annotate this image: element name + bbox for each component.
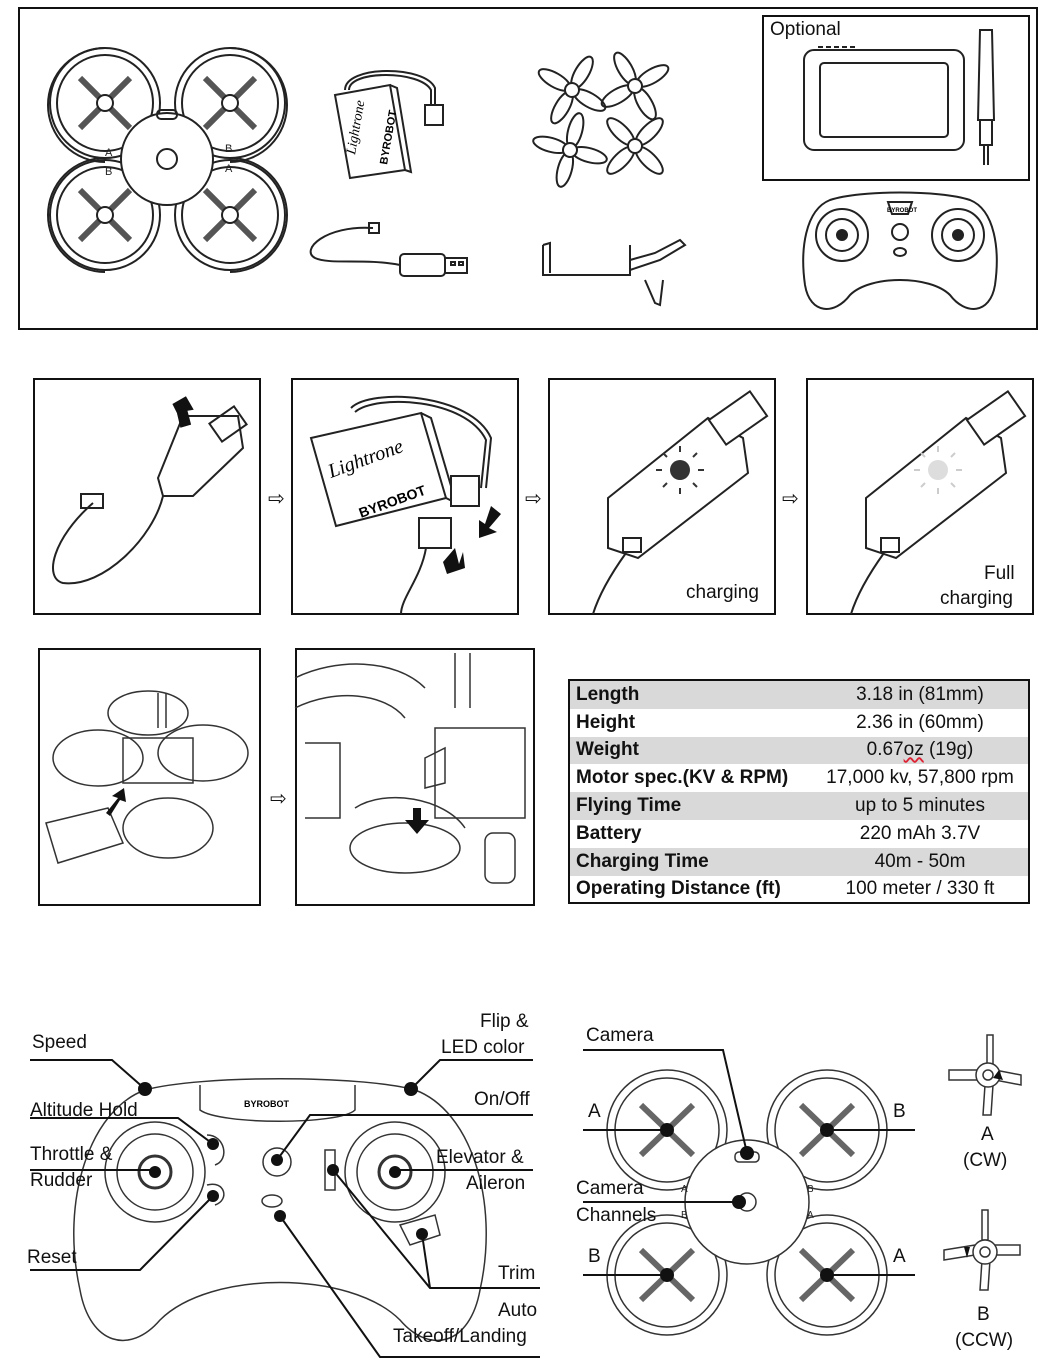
camera-channels-label-line1: Camera [576, 1178, 644, 1199]
spec-name: Operating Distance (ft) [576, 878, 781, 900]
motor-a-top-label: A [588, 1101, 601, 1122]
svg-text:A: A [225, 163, 233, 175]
spec-value: 100 meter / 330 ft [845, 878, 995, 900]
svg-text:B: B [807, 1184, 814, 1195]
usb-charging-cable-illustration [309, 222, 468, 277]
svg-text:A: A [807, 1210, 814, 1221]
usb-charger-charging-illustration [592, 389, 769, 615]
svg-text:A: A [681, 1184, 688, 1195]
spec-name: Flying Time [570, 792, 812, 820]
on-off-label: On/Off [474, 1089, 530, 1110]
table-row: Motor spec.(KV & RPM) 17,000 kv, 57,800 r… [570, 764, 1028, 792]
push-arrow-up-icon [443, 548, 465, 574]
propeller-a-cw-icon [948, 1034, 1022, 1116]
table-row: Height 2.36 in (60mm) [570, 709, 1028, 737]
camera-channels-label-line2: Channels [576, 1205, 657, 1226]
propellers-illustration [532, 51, 670, 188]
spec-name: Weight [570, 736, 812, 765]
drone-diagram: A B B A [583, 1049, 915, 1336]
spec-name: Length [570, 681, 812, 709]
speed-label: Speed [32, 1032, 87, 1053]
auto-label-line1: Auto [498, 1300, 538, 1321]
next-step-arrow-icon-3: ⇨ [782, 488, 799, 510]
cw-arrow-icon [993, 1070, 1003, 1080]
camera-label: Camera [586, 1025, 654, 1046]
insert-arrow-icon [172, 396, 194, 428]
spec-name: Charging Time [570, 847, 812, 876]
spec-value: 40m - 50m [812, 847, 1028, 876]
ccw-arrow-icon [964, 1247, 970, 1258]
usb-charger-full-illustration [850, 389, 1027, 615]
battery-install-illustration [45, 690, 249, 864]
auto-label-line2: Takeoff/Landing [393, 1326, 527, 1347]
next-step-arrow-icon-2: ⇨ [525, 488, 542, 510]
spec-name: Motor spec.(KV & RPM) [576, 767, 789, 789]
trim-label: Trim [498, 1263, 536, 1284]
drone-top-view-illustration: AB BA [47, 47, 288, 273]
svg-text:B: B [681, 1210, 688, 1221]
throttle-label-line1: Throttle & [30, 1144, 113, 1165]
optional-label: Optional [770, 19, 841, 40]
elevator-label-line1: Elevator & [436, 1147, 524, 1168]
svg-text:B: B [105, 166, 112, 178]
altitude-hold-label: Altitude Hold [30, 1100, 138, 1121]
display-monitor-illustration [803, 46, 965, 151]
controller-illustration: BYROBOT [802, 191, 998, 310]
install-arrow-icon [106, 788, 126, 816]
battery-connect-step-2-illustration: Lightrone BYROBOT [309, 395, 501, 615]
elevator-label-line2: Aileron [466, 1173, 526, 1194]
full-charging-line1: Full [984, 563, 1015, 584]
led-on-sun-icon [656, 446, 704, 494]
table-row: Battery 220 mAh 3.7V [570, 820, 1028, 848]
spec-value: 17,000 kv, 57,800 rpm [826, 767, 1014, 789]
usb-charger-step-1-illustration [52, 396, 248, 585]
motor-b-bottom-label: B [588, 1246, 601, 1267]
svg-text:A: A [105, 147, 113, 159]
svg-text:B: B [225, 143, 232, 155]
spec-name: Height [576, 711, 636, 733]
motor-b-top-label: B [893, 1101, 906, 1122]
battery-install-closeup-illustration [294, 653, 526, 884]
flip-label-line2: LED color [441, 1037, 525, 1058]
controller-brand-text: BYROBOT [244, 1099, 290, 1109]
prop-a-label-line2: (CW) [963, 1150, 1008, 1171]
battery-illustration: Lightrone BYROBOT [333, 70, 444, 180]
reset-label: Reset [27, 1247, 77, 1268]
prop-a-label-line1: A [981, 1124, 994, 1145]
next-step-arrow-icon: ⇨ [268, 488, 285, 510]
down-arrow-icon [405, 808, 429, 834]
charging-status-text: charging [686, 582, 759, 603]
prop-b-label-line1: B [977, 1304, 990, 1325]
spec-name: Battery [576, 822, 642, 844]
spec-value: 3.18 in (81mm) [812, 681, 1028, 709]
next-step-arrow-icon-4: ⇨ [270, 788, 287, 810]
spec-value: 0.67oz (19g) [812, 736, 1028, 765]
spec-value: up to 5 minutes [812, 792, 1028, 820]
led-off-sun-icon [914, 446, 962, 494]
propeller-b-ccw-icon [943, 1209, 1021, 1291]
prop-b-label-line2: (CCW) [955, 1330, 1014, 1351]
controller-brand-small: BYROBOT [887, 208, 917, 214]
controller-diagram: BYROBOT [30, 1059, 540, 1358]
phone-holder-illustration [542, 238, 687, 307]
spec-value: 220 mAh 3.7V [859, 822, 981, 844]
full-charging-line2: charging [940, 588, 1013, 609]
spec-value: 2.36 in (60mm) [856, 711, 984, 733]
push-arrow-down-icon [479, 506, 501, 538]
flip-label-line1: Flip & [480, 1011, 529, 1032]
antenna-illustration [976, 29, 996, 165]
motor-a-bottom-label: A [893, 1246, 906, 1267]
table-row: Operating Distance (ft) 100 meter / 330 f… [570, 876, 1028, 904]
throttle-label-line2: Rudder [30, 1170, 93, 1191]
